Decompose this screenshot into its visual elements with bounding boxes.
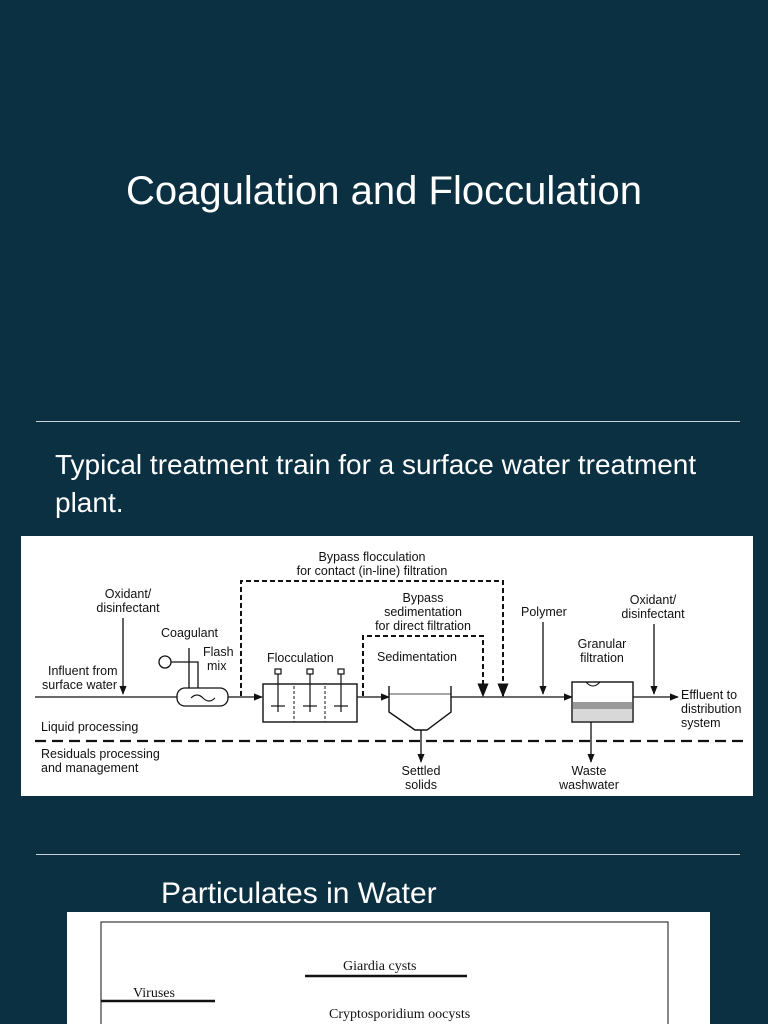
particulates-svg: Giardia cysts Viruses Cryptosporidium oo… bbox=[100, 921, 669, 1024]
bypass-sedimentation-line bbox=[362, 635, 489, 698]
particulates-figure: Giardia cysts Viruses Cryptosporidium oo… bbox=[67, 912, 710, 1024]
particulates-frame bbox=[100, 921, 669, 1024]
divider-bottom bbox=[36, 854, 740, 855]
polymer-label: Polymer bbox=[521, 605, 567, 619]
coagulant-label: Coagulant bbox=[161, 626, 219, 640]
giardia-label: Giardia cysts bbox=[343, 959, 416, 974]
oxidant-right-label: Oxidant/disinfectant bbox=[621, 593, 685, 621]
coagulant-pump bbox=[158, 655, 172, 669]
oxidant-left-label: Oxidant/disinfectant bbox=[96, 587, 160, 615]
sedimentation-label: Sedimentation bbox=[377, 650, 457, 664]
liquid-processing-label: Liquid processing bbox=[41, 720, 138, 734]
cryptosporidium-label: Cryptosporidium oocysts bbox=[329, 1007, 470, 1022]
bypass-flocculation-line bbox=[240, 580, 509, 698]
sedimentation-basin bbox=[388, 686, 452, 731]
slide-subtitle: Typical treatment train for a surface wa… bbox=[55, 449, 697, 518]
slide-title: Coagulation and Flocculation bbox=[126, 169, 642, 213]
flocculation-label: Flocculation bbox=[267, 651, 334, 665]
section-heading: Particulates in Water bbox=[161, 877, 437, 910]
viruses-label: Viruses bbox=[133, 986, 175, 1001]
divider-top bbox=[36, 421, 740, 422]
